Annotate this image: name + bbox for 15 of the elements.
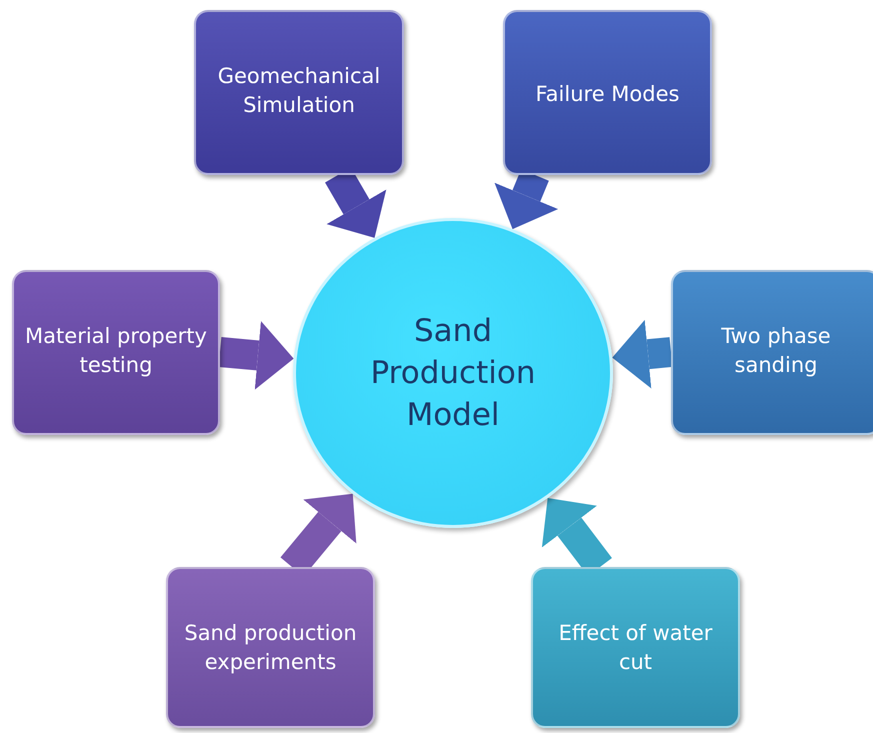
topic-box bbox=[166, 567, 375, 728]
topic-label: Effect of water cut bbox=[558, 620, 714, 676]
topic-box bbox=[194, 10, 404, 175]
central-title: Sand Production Model bbox=[370, 312, 536, 435]
topic-label: Material property testing bbox=[24, 323, 208, 379]
topic-label: Geomechanical Simulation bbox=[216, 63, 382, 119]
topic-label: Failure Modes bbox=[534, 81, 680, 108]
block-arrow bbox=[610, 320, 672, 389]
block-arrow bbox=[218, 321, 295, 390]
topic-label: Two phase sanding bbox=[720, 323, 832, 379]
topic-box bbox=[671, 270, 873, 435]
topic-box bbox=[531, 567, 740, 728]
topic-label: Sand production experiments bbox=[183, 620, 358, 676]
topic-box bbox=[12, 270, 220, 435]
topic-box bbox=[503, 10, 712, 175]
